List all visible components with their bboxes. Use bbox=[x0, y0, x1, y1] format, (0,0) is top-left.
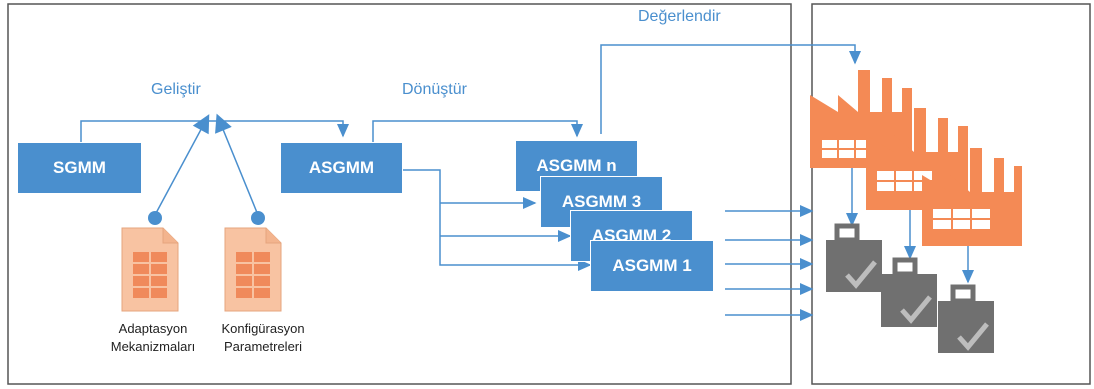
right-frame bbox=[811, 3, 1091, 385]
checkmark-icon bbox=[845, 260, 877, 289]
factory-to-briefcase-arrows bbox=[846, 167, 974, 284]
checkmark-icon bbox=[957, 322, 989, 351]
degerlendir-label: Değerlendir bbox=[638, 8, 721, 25]
output-arrows bbox=[725, 205, 814, 321]
briefcase-icon bbox=[826, 223, 882, 292]
asgmm-1-box: ASGMM 1 bbox=[590, 240, 714, 292]
factory-icon bbox=[922, 148, 1022, 246]
doc1-label-line2: Mekanizmaları bbox=[110, 339, 196, 354]
sgmm-box: SGMM bbox=[17, 142, 142, 194]
document-icon bbox=[121, 227, 179, 312]
degerlendir-connector bbox=[600, 44, 861, 134]
doc2-label: Konfigürasyon Parametreleri bbox=[208, 320, 318, 356]
gelistir-label: Geliştir bbox=[151, 81, 201, 98]
doc2-label-line2: Parametreleri bbox=[223, 339, 303, 354]
doc2-label-line1: Konfigürasyon bbox=[221, 321, 305, 336]
asgmm-box: ASGMM bbox=[280, 142, 403, 194]
left-frame bbox=[7, 3, 792, 385]
checkmark-icon bbox=[900, 295, 932, 324]
briefcase-icon bbox=[881, 257, 937, 327]
doc2-connector-dot bbox=[251, 211, 265, 225]
donustur-label: Dönüştür bbox=[402, 81, 467, 98]
doc1-connector-dot bbox=[148, 211, 162, 225]
factory-icon bbox=[866, 108, 968, 210]
doc-connectors bbox=[154, 113, 259, 216]
donustur-connector bbox=[372, 120, 583, 142]
doc1-label: Adaptasyon Mekanizmaları bbox=[88, 320, 218, 356]
document-icon bbox=[224, 227, 282, 312]
asgmm-to-stack-connectors bbox=[403, 169, 592, 271]
doc1-label-line1: Adaptasyon bbox=[118, 321, 188, 336]
factory-icon bbox=[810, 70, 912, 168]
briefcase-icon bbox=[938, 284, 994, 353]
gelistir-connector bbox=[80, 120, 349, 142]
